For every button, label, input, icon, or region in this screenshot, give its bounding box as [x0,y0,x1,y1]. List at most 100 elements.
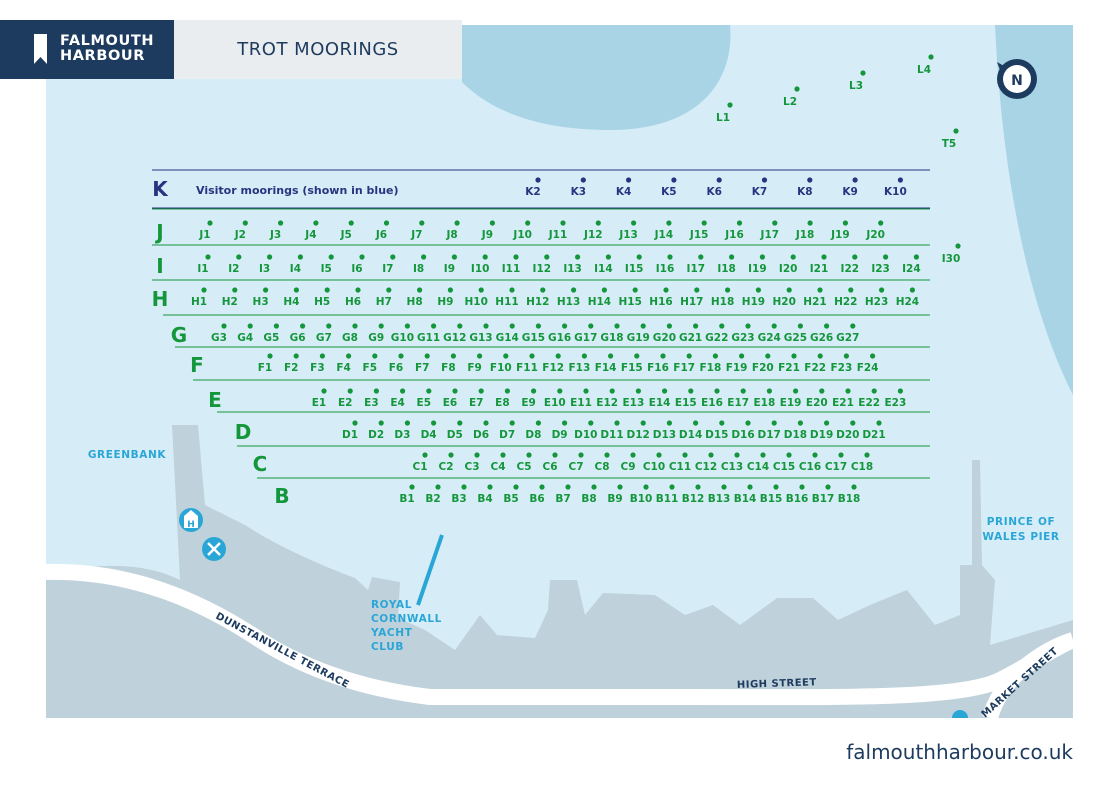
mooring-buoy[interactable] [483,420,489,426]
mooring-buoy[interactable] [447,287,453,293]
mooring-buoy[interactable] [864,452,870,458]
mooring-buoy[interactable] [747,484,753,490]
mooring-buoy[interactable] [424,353,430,359]
mooring-buoy[interactable] [871,388,877,394]
mooring-buoy[interactable] [562,323,568,329]
mooring-buoy[interactable] [879,287,885,293]
mooring-buoy[interactable] [745,420,751,426]
mooring-buoy[interactable] [321,388,327,394]
mooring-buoy[interactable] [326,323,332,329]
mooring-buoy[interactable] [503,353,509,359]
mooring-buoy[interactable] [526,452,532,458]
mooring-buoy[interactable] [739,353,745,359]
mooring-buoy[interactable] [663,287,669,293]
mooring-buoy[interactable] [632,287,638,293]
mooring-buoy[interactable] [793,388,799,394]
mooring-buoy[interactable] [313,220,319,226]
mooring-buoy[interactable] [457,420,463,426]
mooring-buoy[interactable] [273,323,279,329]
mooring-buoy[interactable] [667,254,673,260]
mooring-buoy[interactable] [478,287,484,293]
mooring-buoy[interactable] [474,452,480,458]
mooring-buoy[interactable] [267,254,273,260]
mooring-buoy[interactable] [759,254,766,260]
mooring-buoy[interactable] [267,353,273,359]
mooring-buoy[interactable] [504,388,510,394]
mooring-buoy[interactable] [897,177,904,183]
mooring-buoy[interactable] [419,220,425,226]
mooring-buoy[interactable] [450,353,456,359]
mooring-buoy[interactable] [489,220,495,226]
mooring-buoy[interactable] [656,452,662,458]
mooring-buoy[interactable] [601,287,608,293]
mooring-buoy[interactable] [761,177,768,183]
mooring-buoy[interactable] [682,452,688,458]
mooring-buoy[interactable] [666,220,672,226]
mooring-buoy[interactable] [955,243,961,249]
mooring-buoy[interactable] [765,353,771,359]
mooring-buoy[interactable] [821,254,827,260]
mooring-buoy[interactable] [766,388,773,394]
mooring-buoy[interactable] [293,287,299,293]
mooring-buoy[interactable] [242,220,248,226]
mooring-buoy[interactable] [328,254,334,260]
mooring-buoy[interactable] [232,287,238,293]
mooring-buoy[interactable] [786,287,792,293]
mooring-buoy[interactable] [729,254,735,260]
mooring-buoy[interactable] [660,353,666,359]
mooring-buoy[interactable] [509,323,515,329]
mooring-buoy[interactable] [409,484,415,490]
mooring-buoy[interactable] [817,353,823,359]
mooring-buoy[interactable] [708,452,714,458]
mooring-buoy[interactable] [221,323,227,329]
mooring-buoy[interactable] [850,420,856,426]
mooring-buoy[interactable] [575,254,581,260]
mooring-buoy[interactable] [588,420,594,426]
mooring-buoy[interactable] [560,220,566,226]
mooring-buoy[interactable] [477,353,483,359]
mooring-buoy[interactable] [348,220,354,226]
mooring-buoy[interactable] [509,287,515,293]
mooring-buoy[interactable] [378,323,384,329]
mooring-buoy[interactable] [383,220,390,226]
mooring-buoy[interactable] [928,54,934,60]
mooring-buoy[interactable] [535,323,542,329]
mooring-buoy[interactable] [740,388,746,394]
mooring-buoy[interactable] [617,484,623,490]
mooring-buoy[interactable] [852,177,858,183]
mooring-buoy[interactable] [531,388,537,394]
mooring-buoy[interactable] [483,323,489,329]
mooring-buoy[interactable] [712,353,719,359]
mooring-buoy[interactable] [701,220,707,226]
mooring-buoy[interactable] [812,452,818,458]
mooring-buoy[interactable] [580,177,586,183]
mooring-buoy[interactable] [693,420,699,426]
mooring-buoy[interactable] [352,323,358,329]
mooring-buoy[interactable] [755,287,762,293]
mooring-buoy[interactable] [614,420,620,426]
mooring-buoy[interactable] [614,323,620,329]
mooring-buoy[interactable] [698,254,704,260]
mooring-buoy[interactable] [421,254,427,260]
mooring-buoy[interactable] [669,484,675,490]
mooring-buoy[interactable] [236,254,242,260]
mooring-buoy[interactable] [557,388,563,394]
mooring-buoy[interactable] [431,323,437,329]
mooring-buoy[interactable] [513,254,519,260]
mooring-buoy[interactable] [583,388,589,394]
mooring-buoy[interactable] [319,353,325,359]
mooring-buoy[interactable] [745,323,751,329]
mooring-buoy[interactable] [721,484,727,490]
mooring-buoy[interactable] [807,177,813,183]
mooring-buoy[interactable] [608,353,614,359]
mooring-buoy[interactable] [824,420,830,426]
mooring-buoy[interactable] [588,323,594,329]
mooring-buoy[interactable] [278,220,284,226]
mooring-buoy[interactable] [852,254,858,260]
mooring-buoy[interactable] [404,323,410,329]
mooring-buoy[interactable] [842,220,849,226]
mooring-buoy[interactable] [876,420,882,426]
mooring-buoy[interactable] [725,287,731,293]
mooring-buoy[interactable] [695,484,701,490]
mooring-buoy[interactable] [513,484,519,490]
